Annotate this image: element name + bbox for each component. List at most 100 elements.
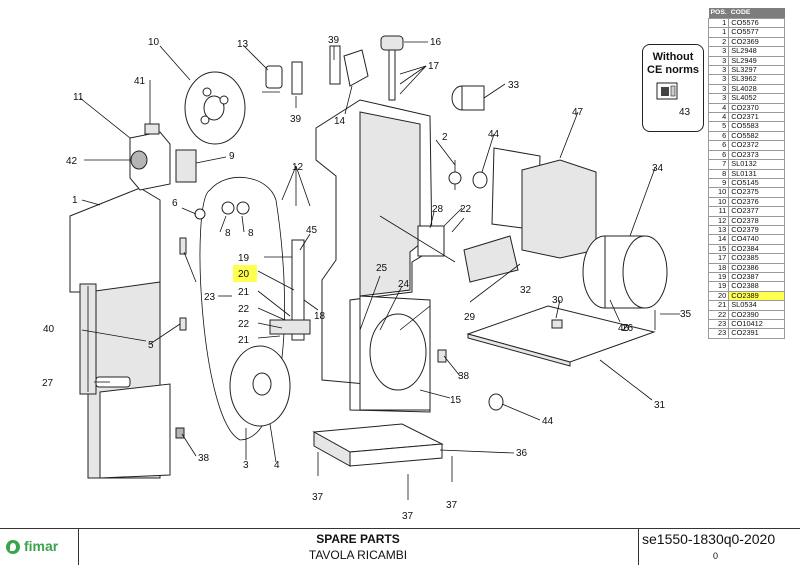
part-7-clip [179,237,187,255]
callout-4: 4 [274,460,280,471]
callout-36: 36 [516,448,528,459]
part-31-table [466,305,656,363]
part-47-body [521,159,597,259]
callout-13: 13 [237,39,249,50]
leader-lines [79,41,680,463]
callout-46: 46 [618,323,630,334]
parts-row-pos: 11 [707,206,730,217]
callout-23: 23 [204,292,216,303]
callout-14: 14 [334,116,346,127]
ce-line-2: CE norms [647,64,699,76]
parts-row-code: SL2948 [728,46,785,57]
callout-19: 19 [238,253,250,264]
part-38-knob [175,427,185,439]
parts-row-pos: 5 [707,121,730,132]
part-8-bearing-a [221,201,235,215]
callout-29: 29 [464,312,476,323]
callout-30: 30 [552,295,564,306]
logo-cell: fimar [0,529,79,565]
callout-41: 41 [134,76,146,87]
callout-6: 6 [172,198,178,209]
callout-42: 42 [66,156,78,167]
part-1-door [69,187,171,479]
parts-row-pos: 3 [707,46,730,57]
parts-row-pos: 6 [707,140,730,151]
callout-35: 35 [680,309,692,320]
parts-row-pos: 3 [707,74,730,85]
ce-part-number: 43 [679,107,691,118]
callout-9: 9 [229,151,235,162]
callout-44a: 44 [488,129,500,140]
part-44-bearing-top [472,171,488,189]
parts-row-code: CO2388 [728,281,785,292]
callout-26: 26 [622,323,634,334]
parts-row-code: CO2391 [728,328,785,339]
callout-39b: 39 [290,114,302,125]
callout-22a: 22 [238,304,250,315]
parts-row-pos: 7 [707,159,730,170]
callout-numbers: 1 2 3 4 5 6 8 9 10 11 12 13 14 15 16 17 … [42,35,692,522]
callout-22b: 22 [238,319,250,330]
callout-21a: 21 [238,287,250,298]
part-6-ring [194,208,206,220]
part-36-base [312,423,444,467]
callout-28: 28 [432,204,444,215]
callout-2: 2 [442,132,448,143]
ce-callout: Without CE norms 43 [642,44,704,132]
part-10-wheel [184,71,246,145]
part-39-plate-b [329,45,341,85]
col-code: CODE [728,8,785,19]
parts-row-code: CO2377 [728,206,785,217]
part-39-plate-a [291,61,303,95]
parts-row-code: CO2385 [728,253,785,264]
callout-16: 16 [430,37,442,48]
ce-line-1: Without [652,51,694,63]
part-40-rail [79,283,97,395]
parts-row-pos: 10 [707,187,730,198]
parts-row-code: CO5577 [728,27,785,38]
callout-12: 12 [292,162,304,173]
part-4-wheel [229,345,291,427]
part-30-insert [551,319,563,329]
callout-38a: 38 [198,453,210,464]
callout-17: 17 [428,61,440,72]
parts-row-code: SL4052 [728,93,785,104]
part-38-right [437,349,447,363]
part-5-clip [179,317,187,331]
part-32-part [463,235,519,283]
parts-row-code: SL0132 [728,159,785,170]
callout-20: 20 [238,269,250,280]
callout-25: 25 [376,263,388,274]
callout-24: 24 [398,279,410,290]
title-cell: SPARE PARTS TAVOLA RICAMBI [78,529,639,565]
part-33-gear [451,85,485,111]
parts-row-code: CO5583 [728,121,785,132]
parts-row-pos: 21 [707,300,730,311]
parts-row-pos: 19 [707,281,730,292]
callout-8a: 8 [225,228,231,239]
ce-switch-drawing: 43 [656,82,691,118]
parts-row-code: CO4740 [728,234,785,245]
parts-row-pos: 14 [707,234,730,245]
callout-44b: 44 [542,416,554,427]
callout-21b: 21 [238,335,250,346]
callout-37b: 37 [402,511,414,522]
parts-row-code: SL0534 [728,300,785,311]
part-44-bearing-bottom [488,393,504,411]
part-13-lever [262,65,283,93]
callout-15: 15 [450,395,462,406]
parts-list-header: POS. CODE [708,8,785,19]
part-8-bearing-b [236,201,250,215]
